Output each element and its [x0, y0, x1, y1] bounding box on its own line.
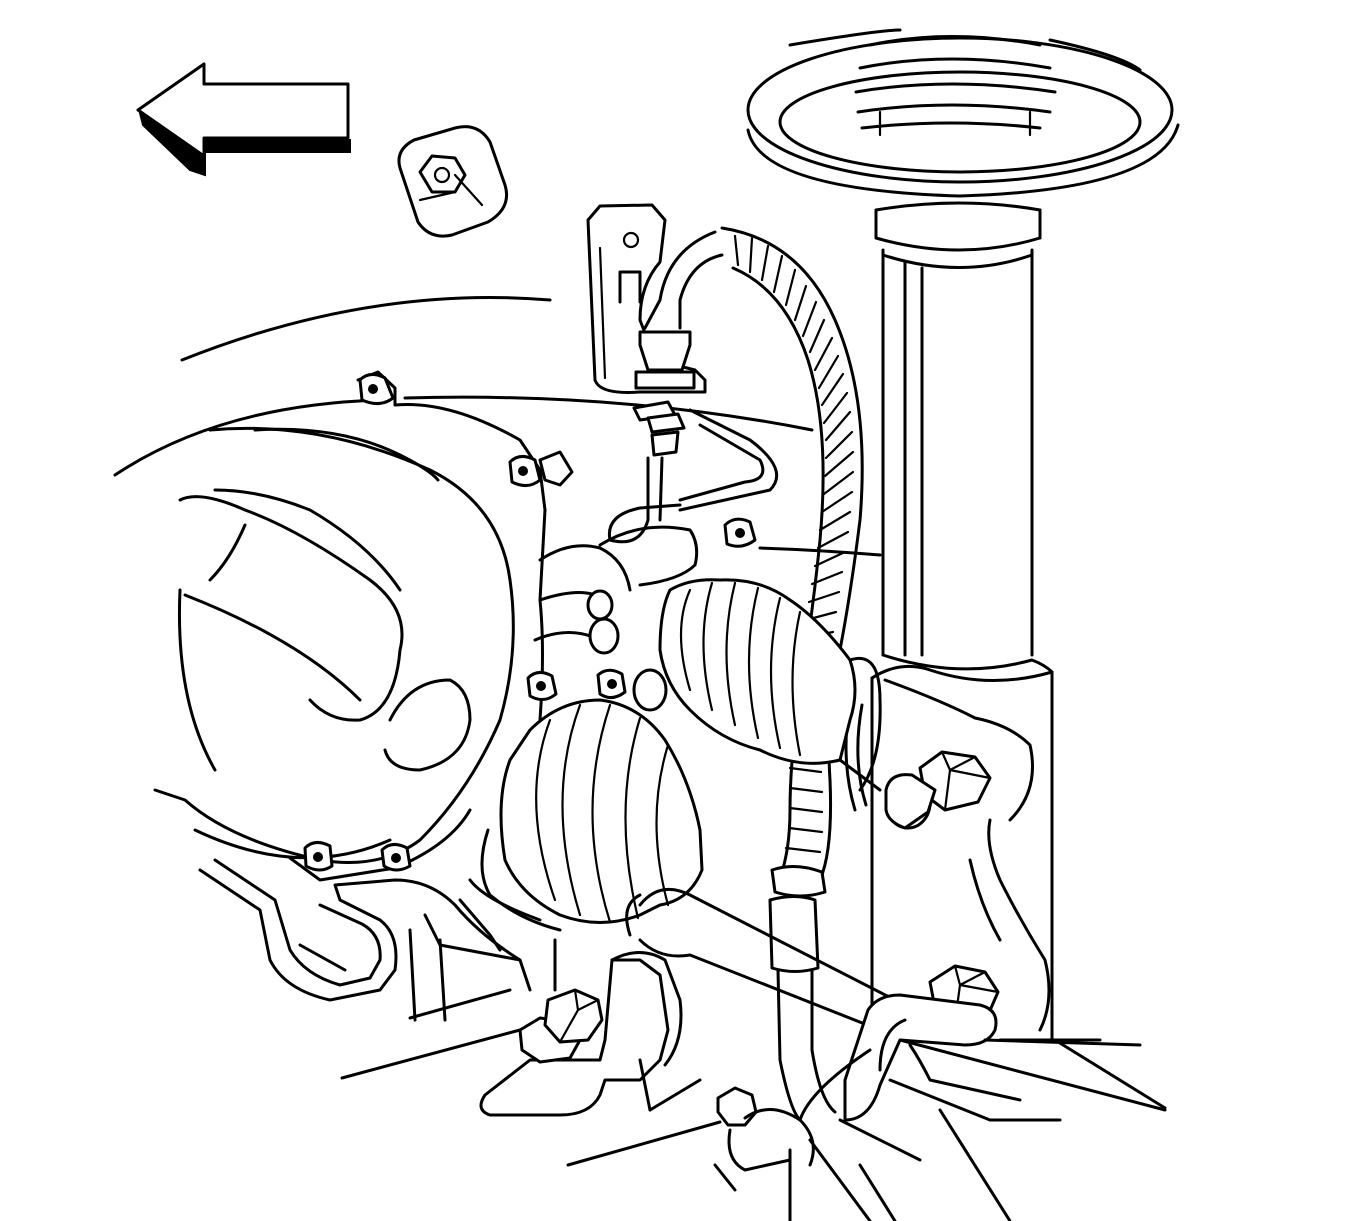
strut-bracket [844, 678, 1051, 1032]
arrow-left-icon [136, 62, 351, 177]
drive-axle-shaft [625, 887, 897, 1032]
coil-spring [746, 28, 1180, 198]
stabilizer-bar-bracket [479, 951, 683, 1117]
brake-line [607, 400, 779, 544]
crossmember-outline [198, 858, 1167, 1221]
detached-bolt-icon [397, 125, 509, 238]
tie-rod-end [716, 1086, 815, 1172]
inner-cv-boot [658, 578, 882, 792]
stabilizer-link [798, 993, 1167, 1122]
body-panel-outline [113, 296, 882, 557]
strut-body [870, 201, 1054, 1042]
transaxle-housing [153, 370, 757, 882]
upper-strut-bolt-icon [884, 750, 992, 830]
brake-hose [634, 226, 864, 1122]
outer-cv-boot [468, 698, 704, 932]
